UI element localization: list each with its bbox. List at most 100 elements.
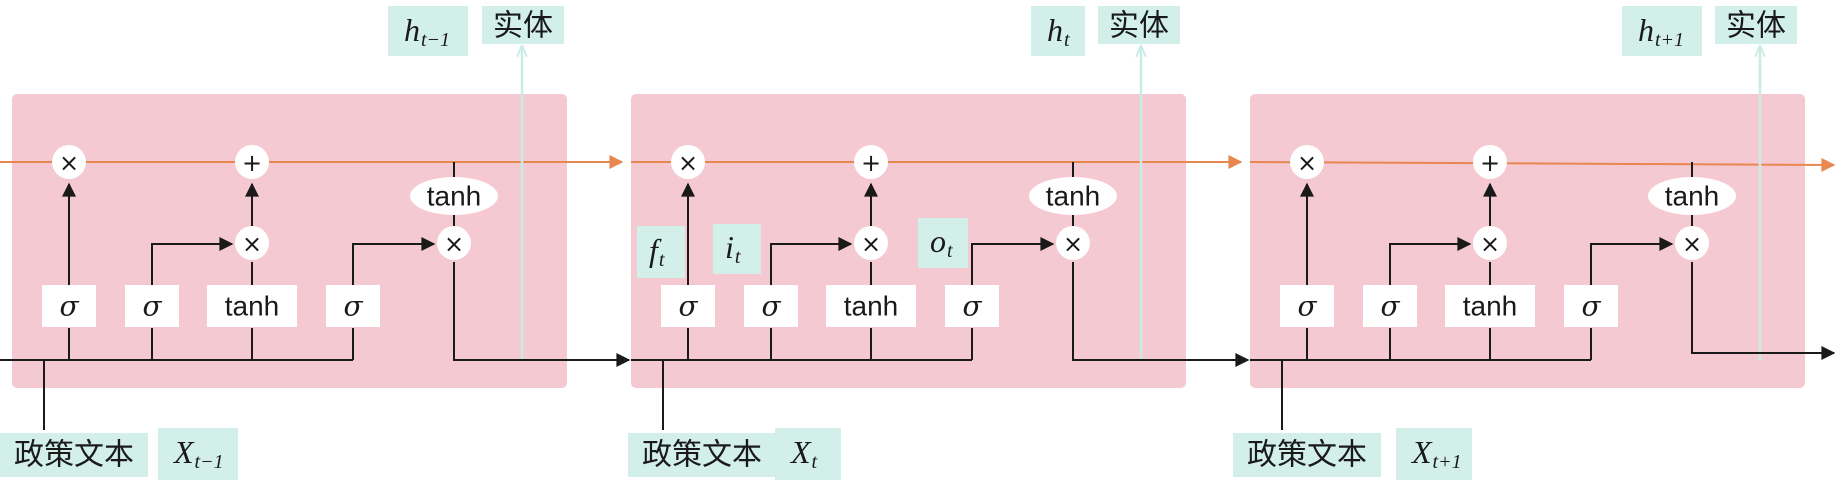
cell-3-output-multiply-node [1675,226,1709,260]
cell-2-input-multiply-symbol: × [861,230,881,258]
cell-3-state-add-symbol: + [1480,149,1500,177]
cell-3-candidate-gate-label: tanh [1463,291,1518,322]
cell-3-output-gate-label: σ [1581,290,1601,323]
cell-2-forget-gate-tag-sub: t [659,249,665,271]
cell-3-input-multiply-symbol: × [1480,230,1500,258]
cell-1-input-var-box [158,428,238,480]
cell-3-output-tanh-label: tanh [1665,181,1720,212]
cell-2-input-text-box [628,433,776,477]
cell-2-entity-label: 实体 [1109,9,1169,44]
cell-1-input-gate-box [125,285,179,327]
cell-2-output-gate-tag-sub: t [947,240,953,262]
cell-1-output-tanh-node [410,177,498,215]
cell-1-entity-label: 实体 [493,9,553,44]
cell-1-input-multiply-symbol: × [242,230,262,258]
cell-3-output-multiply-symbol: × [1682,230,1702,258]
cell-3-input-var-box [1396,428,1472,480]
cell-3-state-add-node [1473,145,1507,179]
cell-3-input-var-label: Xt+1 [1410,434,1462,473]
cell-3-input-gate-path [1389,237,1472,286]
cell-2-input-gate-tag-base: i [725,229,734,265]
cell-2-forget-gate-label: σ [678,290,698,323]
cell-2-output-multiply-node [1056,226,1090,260]
cell-2-input-var-box [775,428,841,480]
cell-2-hidden-out [1072,262,1250,367]
cell-1-state-add-node [235,145,269,179]
cell-2-input-text-label: 政策文本 [642,438,762,473]
cell-3-hidden-state-label-base: h [1638,12,1654,48]
cell-2-input-gate-label: σ [761,290,781,323]
cell-1-output-gate-label: σ [343,290,363,323]
cell-3-forget-gate-label: σ [1297,290,1317,323]
cell-3-hidden-state-label-sub: t+1 [1655,29,1684,51]
cell-1-input-multiply-node [235,226,269,260]
cell-3-input-gate-label: σ [1380,290,1400,323]
cell-2-candidate-gate-box [826,285,916,327]
cell-2-input-gate-tag: it [725,229,741,268]
cell-1-input-text-label: 政策文本 [14,438,134,473]
cell-3-background [1250,94,1805,388]
cell-1-input-var-label-sub: t−1 [195,451,224,473]
cell-2-output-gate-tag-base: o [930,223,946,259]
cell-2-hidden-state-box [1031,6,1085,56]
cell-2-output-gate-label: σ [962,290,982,323]
cell-2-state-add-symbol: + [861,149,881,177]
cell-1-input-gate-path [151,237,234,286]
cell-2-input-gate-tag-box [713,224,761,274]
cell-3-hidden-state-label: ht+1 [1638,12,1684,51]
cell-2-output-tanh-node [1029,177,1117,215]
cell-1-hidden-state-label-base: h [404,12,420,48]
cell-2-output-gate-tag-box [918,218,968,268]
cell-2-input-gate-path [770,237,853,286]
connection-lines [0,46,1836,430]
cell-1-background [12,94,567,388]
cell-1-input-text-box [0,433,148,477]
cell-2-input-gate-box [744,285,798,327]
cell-2-forget-gate-box [661,285,715,327]
cell-3-candidate-gate-box [1445,285,1535,327]
cell-3-output-gate-path [1590,237,1674,286]
cell-2-input-var-label-base: X [789,434,812,470]
cell-1-state-add-symbol: + [242,149,262,177]
cell-2-output-tanh-label: tanh [1046,181,1101,212]
cell-2-input-gate-tag-sub: t [735,246,741,268]
cell-2-entity-box [1098,6,1180,44]
cell-2-forget-multiply-symbol: × [678,149,698,177]
cell-1-hidden-state-box [388,6,468,56]
cell-1-output-multiply-node [437,226,471,260]
cell-2-hidden-state-label-sub: t [1064,29,1070,51]
cell-3-cell-state-line [1249,157,1836,172]
cell-1-candidate-gate-box [207,285,297,327]
cell-1-input-gate-label: σ [142,290,162,323]
cell-3-input-text-label: 政策文本 [1247,438,1367,473]
cell-3-entity-box [1715,6,1797,44]
cell-3-forget-multiply-node [1290,145,1324,179]
cell-3-forget-multiply-symbol: × [1297,149,1317,177]
cell-1-hidden-state-label-sub: t−1 [421,29,450,51]
cell-1-forget-multiply-symbol: × [59,149,79,177]
cell-3-input-multiply-node [1473,226,1507,260]
cell-3-input-text-box [1233,433,1381,477]
cell-2-hidden-state-label-base: h [1047,12,1063,48]
cell-3-entity-label: 实体 [1726,9,1786,44]
cell-1-entity-box [482,6,564,44]
cell-1-hidden-out [453,262,631,367]
cell-1-forget-gate-box [42,285,96,327]
cell-2-forget-multiply-node [671,145,705,179]
cell-3-output-tanh-node [1648,177,1736,215]
cell-3-hidden-out [1691,262,1836,360]
cell-2-candidate-gate-label: tanh [844,291,899,322]
cell-1-output-gate-box [326,285,380,327]
cell-3-input-var-label-base: X [1410,434,1433,470]
cell-1-output-multiply-symbol: × [444,230,464,258]
cell-2-input-multiply-node [854,226,888,260]
cell-1-hidden-state-label: ht−1 [404,12,450,51]
cell-2-forget-gate-tag-box [637,226,685,278]
cell-2-input-var-label: Xt [789,434,818,473]
cell-2-hidden-state-label: ht [1047,12,1070,51]
cell-2-output-gate-path [971,237,1055,286]
cell-1-output-gate-path [352,237,436,286]
